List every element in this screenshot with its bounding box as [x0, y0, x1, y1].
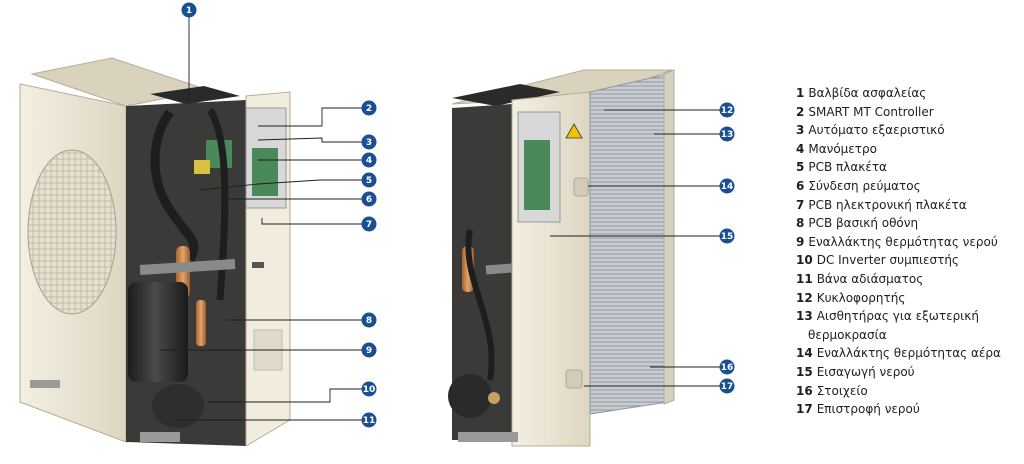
legend-number: 1: [796, 86, 805, 100]
left-unit-lid: [150, 86, 240, 104]
svg-text:15: 15: [721, 232, 734, 242]
legend-label: Μανόμετρο: [808, 141, 877, 156]
legend-number: 5: [796, 160, 805, 175]
legend-number: 11: [796, 271, 813, 286]
svg-text:3: 3: [366, 138, 372, 148]
svg-text:17: 17: [721, 382, 734, 392]
callout-marker-5: 5: [361, 172, 377, 188]
legend-label: DC Inverter συμπιεστής: [816, 253, 959, 268]
svg-text:7: 7: [366, 220, 372, 230]
legend-label: SMART MT Controller: [808, 104, 934, 119]
callout-marker-7: 7: [361, 216, 377, 232]
svg-text:13: 13: [721, 130, 734, 140]
callout-marker-9: 9: [361, 342, 377, 358]
legend-number: 7: [796, 197, 805, 212]
legend-label: Επιστροφή νερού: [816, 402, 920, 417]
callout-lines: [160, 17, 727, 421]
callout-marker-4: 4: [361, 152, 377, 168]
legend-number: 17: [796, 402, 813, 417]
callout-marker-3: 3: [361, 134, 377, 150]
legend-number: 2: [796, 104, 805, 119]
left-water-tank: [128, 282, 188, 382]
legend-number: 13: [796, 309, 813, 324]
callout-marker-14: 14: [719, 178, 735, 194]
left-compressor: [152, 384, 204, 428]
legend-label: Κυκλοφορητής: [816, 290, 906, 305]
legend-label: PCB ηλεκτρονική πλακέτα: [808, 197, 967, 212]
callout-marker-17: 17: [719, 378, 735, 394]
right-unit-lid: [452, 84, 560, 106]
legend-number: 9: [796, 234, 805, 249]
svg-text:1: 1: [186, 6, 192, 16]
svg-text:8: 8: [366, 316, 372, 326]
callout-marker-8: 8: [361, 312, 377, 328]
callout-marker-6: 6: [361, 191, 377, 207]
svg-text:6: 6: [366, 195, 372, 205]
legend-number: 10: [796, 253, 813, 268]
legend-number: 14: [796, 346, 813, 361]
legend-label: Εναλλάκτης θερμότητας αέρα: [816, 346, 1001, 361]
legend-label: PCB πλακέτα: [808, 160, 887, 175]
svg-text:5: 5: [366, 176, 372, 186]
legend-number: 8: [796, 216, 805, 231]
callout-marker-2: 2: [361, 100, 377, 116]
legend-label: Σύνδεση ρεύματος: [808, 178, 921, 193]
callout-marker-1: 1: [181, 2, 197, 18]
legend-number: 3: [796, 123, 805, 138]
svg-text:9: 9: [366, 346, 372, 356]
svg-text:4: 4: [366, 156, 372, 166]
legend-label: Στοιχείο: [816, 383, 868, 398]
left-unit: [19, 57, 291, 447]
legend-number: 16: [796, 383, 813, 398]
legend-number: 4: [796, 141, 805, 156]
svg-text:10: 10: [363, 385, 376, 395]
callout-marker-13: 13: [719, 126, 735, 142]
legend-number: 6: [796, 178, 805, 193]
legend-label: Εναλλάκτης θερμότητας νερού: [808, 234, 998, 249]
callout-marker-15: 15: [719, 228, 735, 244]
svg-text:11: 11: [363, 416, 376, 426]
right-unit: [448, 69, 675, 447]
callout-marker-16: 16: [719, 359, 735, 375]
warning-sign: [565, 123, 583, 139]
legend-label: Εισαγωγή νερού: [816, 364, 915, 379]
callout-marker-11: 11: [361, 412, 377, 428]
svg-text:2: 2: [366, 104, 372, 114]
svg-text:16: 16: [721, 363, 734, 373]
fan-grille: [27, 149, 117, 315]
callout-marker-12: 12: [719, 102, 735, 118]
callout-marker-10: 10: [361, 381, 377, 397]
right-unit-interior: [452, 104, 512, 440]
legend-label: Βάνα αδιάσματος: [816, 271, 924, 286]
legend-label: Αισθητήρας για εξωτερική θερμοκρασία: [808, 309, 979, 342]
svg-text:14: 14: [721, 182, 734, 192]
legend-number: 15: [796, 364, 813, 379]
legend-number: 12: [796, 290, 813, 305]
legend-label: Αυτόματο εξαεριστικό: [808, 123, 945, 138]
svg-text:12: 12: [721, 106, 734, 116]
legend-label: Βαλβίδα ασφαλείας: [808, 86, 927, 100]
right-compressor: [448, 374, 492, 418]
legend-label: PCB βασική οθόνη: [808, 216, 919, 231]
